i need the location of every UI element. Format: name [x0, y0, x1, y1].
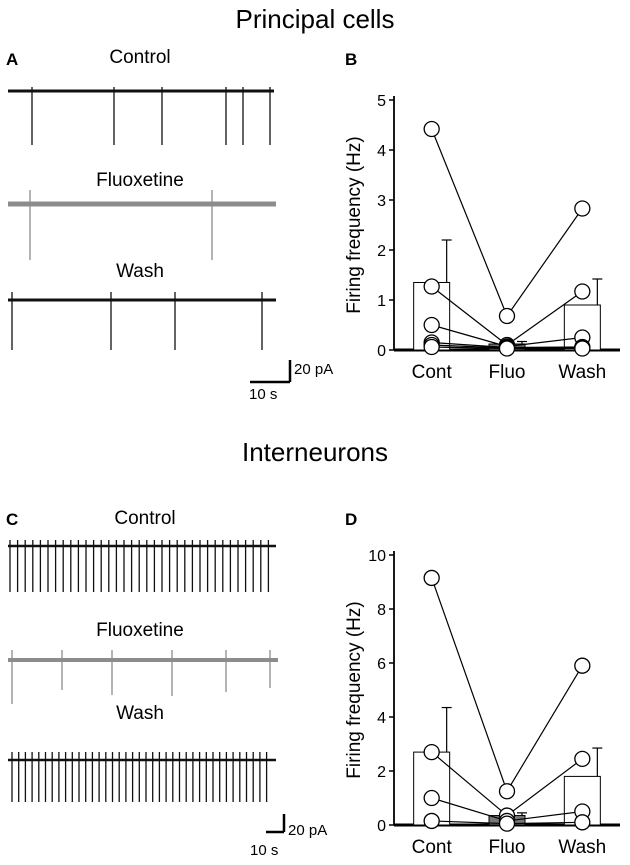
scale-time-top: 10 s	[249, 386, 278, 403]
trace	[8, 292, 276, 350]
cell-point	[498, 783, 516, 800]
scale-time-bottom: 10 s	[250, 842, 279, 859]
cell-line	[431, 751, 508, 817]
y-axis-label: Firing frequency (Hz)	[344, 601, 365, 778]
trace-label-c-control: Control	[114, 508, 176, 529]
cell-point	[423, 278, 440, 295]
trace	[8, 650, 278, 704]
cell-line	[431, 341, 508, 349]
cell-line	[431, 286, 508, 346]
x-tick-label: Wash	[558, 837, 606, 858]
cell-point	[423, 120, 440, 138]
cell-point	[498, 307, 516, 325]
panel-letter-a: A	[6, 50, 19, 69]
panel-letter-b: B	[345, 50, 358, 69]
cell-line	[506, 810, 583, 822]
trace-label-a-wash: Wash	[116, 261, 164, 282]
cell-line	[506, 208, 583, 317]
trace	[8, 752, 276, 802]
cell-line	[506, 291, 583, 346]
cell-point	[423, 569, 440, 587]
cell-point	[574, 283, 591, 300]
y-tick-label: 1	[377, 293, 386, 310]
cell-line	[431, 346, 508, 350]
cell-line	[431, 324, 508, 348]
cell-point	[574, 814, 591, 831]
trace-label-a-fluoxetine: Fluoxetine	[96, 170, 184, 191]
cell-line	[431, 344, 508, 349]
cell-point	[574, 200, 591, 217]
x-tick-label: Wash	[558, 362, 606, 383]
cell-point	[574, 340, 591, 357]
cell-line	[431, 128, 508, 317]
section-title-interneurons: Interneurons	[242, 437, 388, 467]
trace-label-a-control: Control	[109, 47, 171, 68]
section-title-principal: Principal cells	[235, 4, 395, 34]
cell-point	[423, 789, 440, 807]
cell-point	[423, 812, 440, 830]
x-tick-label: Cont	[412, 837, 453, 858]
y-tick-label: 0	[377, 818, 386, 835]
cell-line	[506, 336, 583, 348]
cell-line	[506, 665, 583, 792]
y-tick-label: 4	[377, 710, 386, 727]
cell-line	[431, 577, 508, 792]
y-tick-label: 0	[377, 343, 386, 360]
cell-point	[574, 750, 591, 768]
y-tick-label: 10	[368, 548, 386, 565]
trace-label-c-wash: Wash	[116, 703, 164, 724]
y-tick-label: 4	[377, 143, 386, 160]
cell-point	[574, 657, 591, 674]
scale-bar-top	[250, 360, 292, 384]
cell-line	[431, 797, 508, 822]
cell-point	[423, 338, 440, 356]
x-tick-label: Fluo	[489, 362, 526, 383]
y-tick-label: 2	[377, 243, 386, 260]
cell-line	[506, 821, 583, 825]
panel-letter-d: D	[345, 510, 358, 529]
y-axis-label: Firing frequency (Hz)	[344, 136, 365, 313]
trace	[8, 540, 276, 592]
x-tick-label: Cont	[412, 362, 453, 383]
cell-line	[506, 758, 583, 817]
trace-label-c-fluoxetine: Fluoxetine	[96, 620, 184, 641]
y-tick-label: 3	[377, 193, 386, 210]
cell-point	[423, 316, 440, 334]
trace	[8, 190, 276, 260]
cell-point	[423, 743, 440, 761]
y-tick-label: 8	[377, 602, 386, 619]
y-tick-label: 6	[377, 656, 386, 673]
y-tick-label: 5	[377, 93, 386, 110]
cell-point	[498, 340, 516, 357]
trace	[8, 87, 274, 145]
y-tick-label: 2	[377, 764, 386, 781]
cell-point	[498, 815, 516, 832]
scale-bar-bottom	[266, 814, 286, 834]
scale-amp-top: 20 pA	[294, 361, 334, 378]
x-tick-label: Fluo	[489, 837, 526, 858]
bar	[413, 751, 451, 826]
scale-amp-bottom: 20 pA	[288, 822, 328, 839]
panel-letter-c: C	[6, 510, 19, 529]
cell-line	[431, 820, 508, 825]
